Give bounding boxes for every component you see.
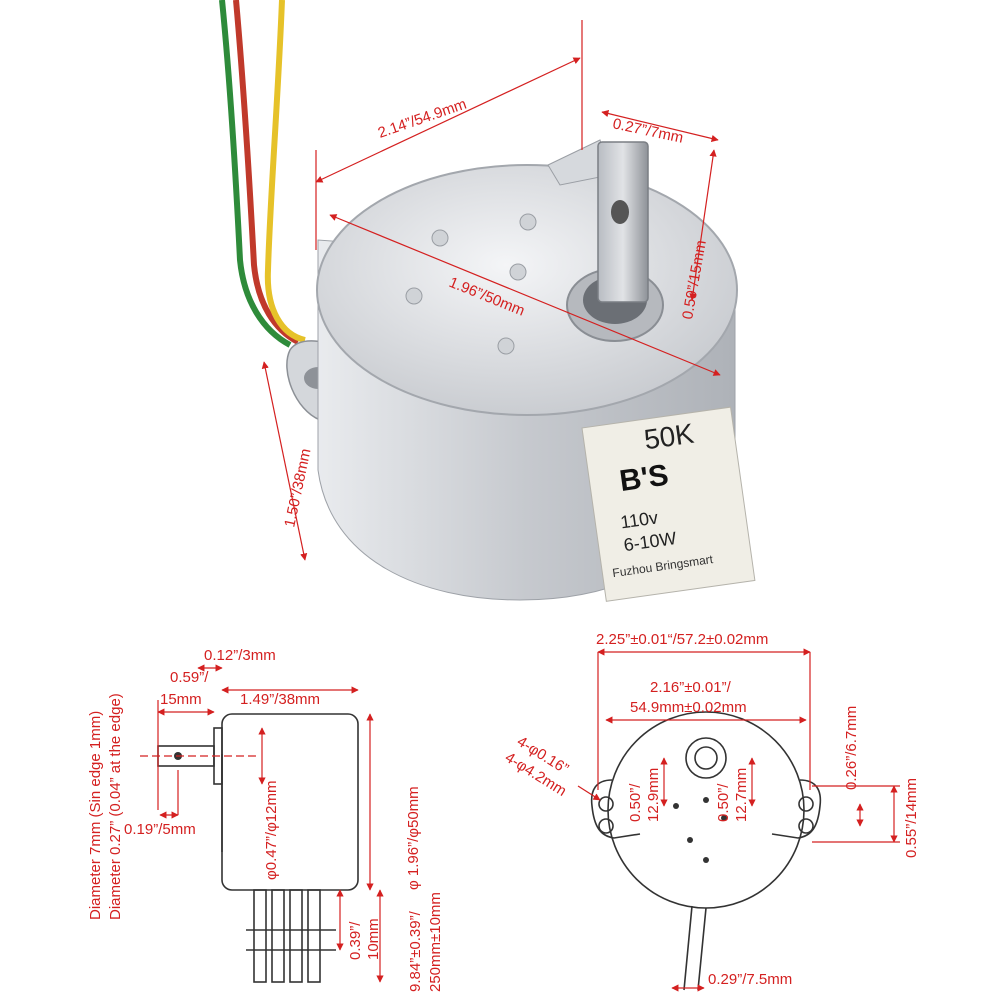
front-offset-left-dim-in: 0.50”/ [627, 783, 644, 822]
side-body-outline [221, 713, 359, 891]
front-mount-hole [598, 796, 614, 812]
front-wire-width-dim: 0.29”/7.5mm [708, 971, 792, 988]
front-offset-right-dim-in: 0.50”/ [715, 783, 732, 822]
front-view-drawing: 2.25”±0.01“/57.2±0.02mm 2.16”±0.01”/ 54.… [502, 631, 920, 992]
front-right-ear [771, 779, 822, 839]
dim-line-shaft-length [689, 149, 717, 301]
label-model: 50K [642, 418, 696, 456]
front-offset-left-dim-mm: 12.9mm [645, 768, 662, 822]
side-pin-length-dim-mm: 10mm [365, 918, 382, 960]
photo-width-dim: 2.14”/54.9mm [376, 96, 469, 142]
dim-leader [577, 785, 601, 801]
side-pin-length-dim-in: 0.39”/ [347, 921, 364, 960]
front-rivet [703, 797, 709, 803]
front-shaft [694, 746, 718, 770]
shaft-diameter-note-in: Diameter 0.27” (0.04” at the edge) [107, 693, 124, 920]
dim-line-shaft-width [601, 110, 719, 142]
front-rivet [703, 857, 709, 863]
side-lead-pins [246, 889, 336, 983]
motor-photo: 50K B'S 110v 6-10W Fuzhou Bringsmart 2.1… [219, 0, 756, 602]
front-tab-total-dim: 0.55”/14mm [903, 778, 920, 858]
dim-line-diameter [329, 214, 721, 376]
front-left-ear [590, 779, 641, 839]
dim-line-width [315, 57, 581, 183]
front-mount-hole [798, 818, 814, 834]
front-rivet [673, 803, 679, 809]
front-hole-spacing-dim-in: 2.16”±0.01”/ [650, 679, 732, 696]
label-brand: B'S [618, 459, 671, 498]
shaft-hole [611, 200, 629, 224]
dim-line-height [261, 361, 308, 561]
front-offset-right-dim-mm: 12.7mm [733, 768, 750, 822]
motor-label: 50K B'S 110v 6-10W Fuzhou Bringsmart [581, 406, 756, 602]
front-mount-hole [798, 796, 814, 812]
front-tab-height-dim: 0.26”/6.7mm [843, 706, 860, 790]
side-shaft-flat-dim: 0.19”/5mm [124, 821, 196, 838]
rivet [497, 337, 515, 355]
front-wire [683, 905, 707, 991]
side-shaft-offset-dim: 0.12”/3mm [204, 647, 276, 664]
front-rivet [721, 815, 727, 821]
shaft-diameter-note: Diameter 7mm (Sin edge 1mm) [87, 711, 104, 920]
rivet [431, 229, 449, 247]
photo-height-dim: 1.50”/38mm [281, 447, 314, 529]
front-mount-hole [598, 818, 614, 834]
side-boss-diameter-dim: φ0.47”/φ12mm [263, 781, 280, 881]
side-wire-length-dim-in: 9.84”±0.39”/ [407, 910, 424, 992]
front-rivet [687, 837, 693, 843]
side-wire-length-dim-mm: 250mm±10mm [427, 892, 444, 992]
front-hole-spacing-dim-mm: 54.9mm±0.02mm [630, 699, 747, 716]
side-body-length-dim: 1.49”/38mm [240, 691, 320, 708]
front-shaft-boss [685, 737, 727, 779]
lead-wires [219, 0, 306, 348]
rivet [509, 263, 527, 281]
rivet [405, 287, 423, 305]
front-overall-width-dim: 2.25”±0.01“/57.2±0.02mm [596, 631, 768, 648]
side-body-diameter-dim: φ 1.96”/φ50mm [405, 786, 422, 890]
side-shaft-length-dim-in: 0.59”/ [170, 669, 209, 686]
motor-top-face [316, 164, 738, 416]
rivet [519, 213, 537, 231]
side-shaft-length-dim-mm: 15mm [160, 691, 202, 708]
side-view-drawing: Diameter 7mm (Sin edge 1mm) Diameter 0.2… [87, 647, 444, 992]
